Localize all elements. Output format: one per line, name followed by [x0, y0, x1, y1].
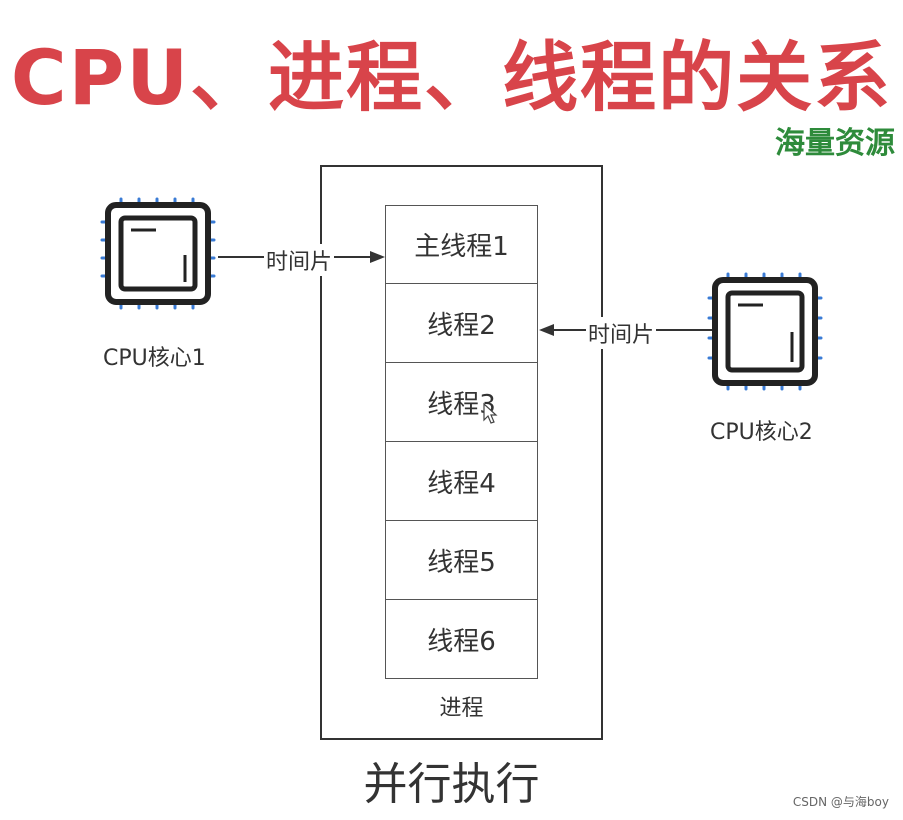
cpu-chip-icon [100, 197, 216, 310]
cpu-core-1-label: CPU核心1 [103, 346, 206, 371]
thread-6: 线程6 [385, 600, 538, 679]
thread-stack: 主线程1 线程2 线程3 线程4 线程5 线程6 [385, 205, 538, 679]
resource-tag: 海量资源 [775, 126, 895, 161]
cpu-core-2-label: CPU核心2 [710, 420, 813, 445]
credit-text: CSDN @与海boy [792, 795, 889, 809]
time-slice-label-1: 时间片 [264, 244, 335, 276]
thread-main: 主线程1 [385, 205, 538, 284]
parallel-execution-label: 并行执行 [363, 759, 540, 810]
mouse-cursor-icon [483, 402, 498, 424]
thread-5: 线程5 [385, 521, 538, 600]
cpu-chip-icon [707, 272, 823, 391]
page-title: CPU、进程、线程的关系 [10, 33, 893, 122]
thread-2: 线程2 [385, 284, 538, 363]
time-slice-label-2: 时间片 [586, 317, 657, 349]
process-label: 进程 [439, 696, 484, 721]
process-box [320, 165, 603, 740]
thread-4: 线程4 [385, 442, 538, 521]
